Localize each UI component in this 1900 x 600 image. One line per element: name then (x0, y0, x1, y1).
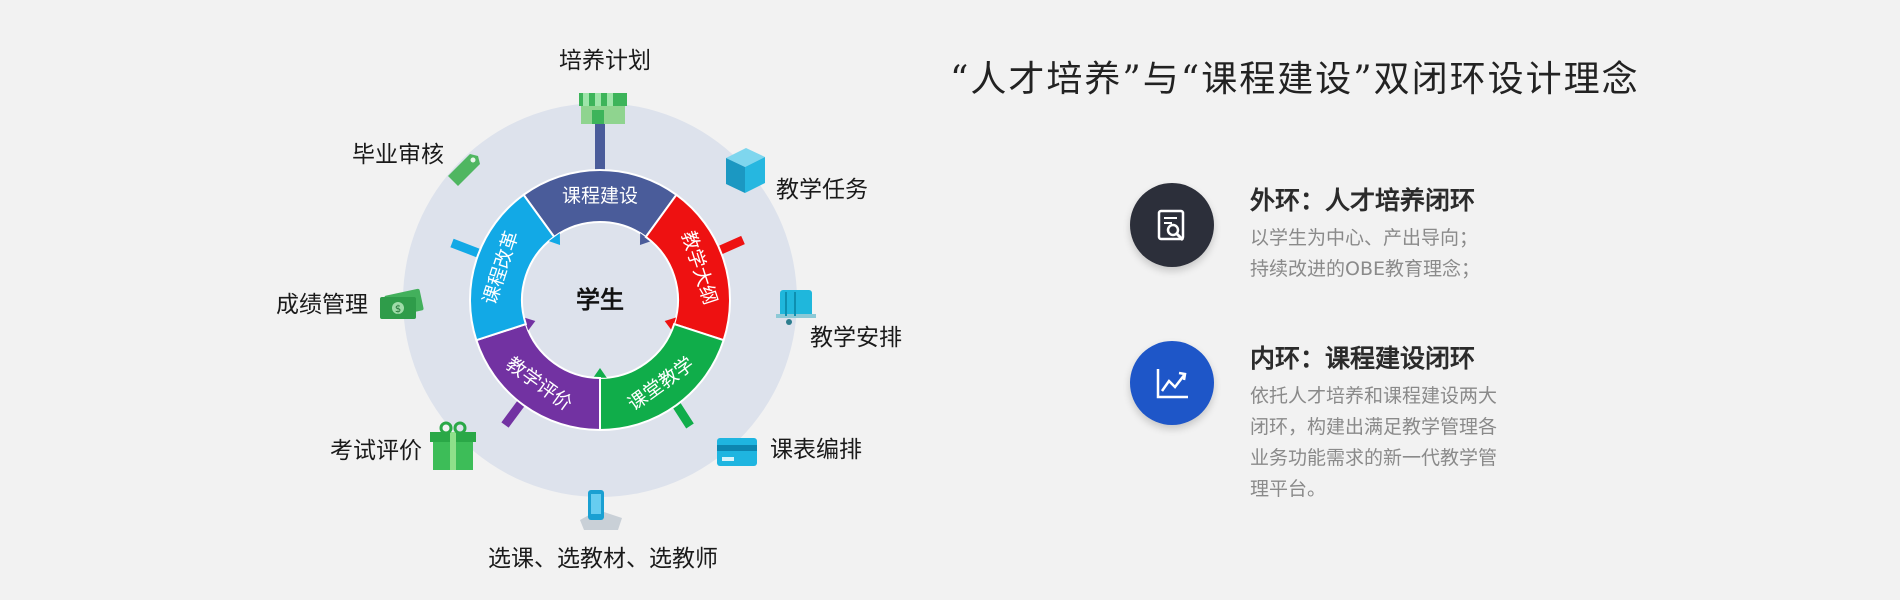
inner-ring-segment (469, 193, 556, 342)
svg-text:$: $ (395, 304, 401, 315)
money-icon: $ (380, 288, 424, 319)
card-desc-line: 以学生为中心、产出导向； (1250, 227, 1479, 249)
card-desc-line: 依托人才培养和课程建设两大 (1250, 385, 1498, 407)
card-description: 依托人才培养和课程建设两大 闭环，构建出满足教学管理各 业务功能需求的新一代教学… (1250, 381, 1520, 505)
card-desc-line: 持续改进的OBE教育理念； (1250, 258, 1480, 280)
connector-left (450, 238, 480, 258)
outer-item-label: 考试评价 (330, 438, 422, 464)
gift-icon (430, 421, 476, 470)
center-label: 学生 (576, 285, 624, 314)
outer-item-label: 培养计划 (559, 48, 651, 74)
chart-line-icon (1156, 369, 1188, 399)
outer-item-label: 选课、选教材、选教师 (488, 546, 718, 572)
card-desc-line: 理平台。 (1250, 478, 1327, 500)
store-icon (579, 93, 627, 124)
outer-item-label: 成绩管理 (276, 292, 368, 318)
package-icon (726, 148, 765, 193)
outer-loop-icon-circle (1130, 183, 1214, 267)
card-heading: 外环：人才培养闭环 (1250, 186, 1476, 215)
phone-hand-icon (580, 490, 622, 530)
outer-item-label: 毕业审核 (352, 142, 444, 168)
outer-ring (403, 103, 797, 497)
outer-item-label: 课表编排 (770, 437, 862, 463)
segment-arrow (664, 317, 677, 331)
segment-arrow (548, 233, 561, 245)
card-desc-line: 闭环，构建出满足教学管理各 (1250, 416, 1498, 438)
card-desc-line: 业务功能需求的新一代教学管 (1250, 447, 1498, 469)
card-heading: 内环：课程建设闭环 (1250, 344, 1476, 373)
outer-item-label: 教学安排 (810, 325, 902, 351)
inner-ring-label: 课程建设 (562, 185, 638, 207)
notebook-icon (776, 290, 816, 325)
outer-item-label: 教学任务 (776, 177, 868, 203)
tag-icon (448, 154, 480, 186)
segment-arrow (639, 233, 652, 245)
credit-card-icon (717, 438, 757, 466)
connectors (450, 118, 745, 429)
page-title: “人才培养”与“课程建设”双闭环设计理念 (950, 59, 1640, 100)
segment-arrow (593, 368, 607, 378)
document-search-icon (1157, 209, 1185, 242)
card-description: 以学生为中心、产出导向； 持续改进的OBE教育理念； (1250, 223, 1520, 285)
segment-arrow (523, 317, 536, 331)
inner-loop-icon-circle (1130, 341, 1214, 425)
